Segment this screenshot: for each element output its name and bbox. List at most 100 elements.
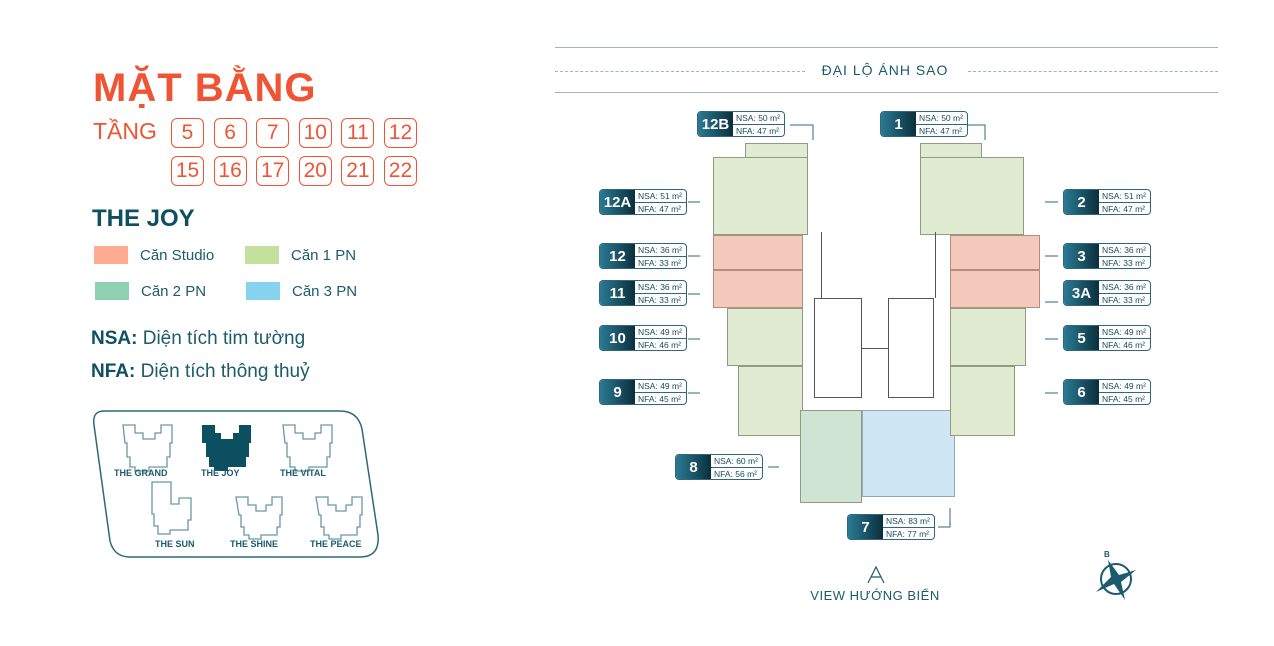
site-map-label[interactable]: THE PEACE — [310, 539, 362, 549]
unit-nsa: NSA: 51 m² — [1099, 190, 1150, 203]
unit-nsa: NSA: 36 m² — [635, 244, 686, 257]
unit-nfa: NFA: 45 m² — [638, 394, 681, 404]
unit-nfa: NFA: 46 m² — [638, 340, 681, 350]
unit-number: 7 — [848, 515, 883, 539]
unit-3-area[interactable] — [950, 235, 1040, 270]
building-icon-shine — [235, 496, 283, 540]
abbr: NFA: — [91, 361, 136, 382]
unit-12-area[interactable] — [713, 235, 803, 270]
floor-button[interactable]: 20 — [298, 156, 332, 186]
floor-button[interactable]: 5 — [171, 118, 204, 148]
legend-label: Căn 2 PN — [141, 282, 207, 300]
unit-nfa: NFA: 47 m² — [919, 126, 962, 136]
site-map-label[interactable]: THE SUN — [155, 539, 195, 549]
unit-nfa: NFA: 47 m² — [736, 126, 779, 136]
core-right — [888, 298, 934, 398]
unit-9-area[interactable] — [738, 366, 803, 436]
unit-nfa: NFA: 33 m² — [638, 258, 681, 268]
unit-nsa: NSA: 49 m² — [635, 326, 686, 339]
site-map-label[interactable]: THE GRAND — [114, 468, 168, 478]
legend-studio: Căn Studio — [94, 246, 214, 264]
unit-nsa: NSA: 49 m² — [635, 380, 686, 393]
legend-1pn: Căn 1 PN — [245, 246, 356, 264]
unit-2-area[interactable] — [920, 157, 1024, 235]
unit-7-area[interactable] — [862, 410, 955, 497]
road-line — [555, 47, 1218, 48]
unit-number: 9 — [600, 380, 635, 404]
building-name: THE JOY — [92, 205, 195, 232]
building-icon-peace — [315, 496, 363, 540]
unit-11-area[interactable] — [713, 270, 803, 308]
floor-button[interactable]: 12 — [383, 118, 417, 148]
legend-3pn: Căn 3 PN — [246, 282, 357, 300]
unit-nfa: NFA: 47 m² — [1102, 204, 1145, 214]
floor-button[interactable]: 7 — [256, 118, 290, 148]
floor-button[interactable]: 21 — [341, 156, 375, 186]
legend-swatch — [246, 282, 280, 300]
building-icon-joy — [202, 425, 251, 471]
corridor-line — [935, 232, 936, 298]
road-dash — [968, 71, 1218, 72]
road-dash — [555, 71, 805, 72]
floor-button[interactable]: 11 — [341, 118, 375, 148]
site-map: THE GRAND THE JOY THE VITAL THE SUN THE … — [90, 405, 390, 565]
floor-button[interactable]: 10 — [298, 118, 332, 148]
road-line — [555, 92, 1218, 93]
unit-nfa: NFA: 46 m² — [1102, 340, 1145, 350]
unit-nsa: NSA: 60 m² — [711, 455, 762, 468]
unit-10-area[interactable] — [727, 308, 803, 366]
unit-nsa: NSA: 50 m² — [733, 112, 784, 125]
unit-number: 3 — [1064, 244, 1099, 268]
unit-nsa: NSA: 36 m² — [1099, 281, 1150, 294]
unit-nsa: NSA: 49 m² — [1099, 326, 1150, 339]
floor-button[interactable]: 17 — [256, 156, 290, 186]
floor-button[interactable]: 15 — [171, 156, 204, 186]
definition-text: Diện tích tim tường — [142, 328, 306, 349]
site-map-label[interactable]: THE JOY — [201, 468, 240, 478]
site-map-label[interactable]: THE SHINE — [230, 539, 279, 549]
unit-5-area[interactable] — [950, 308, 1026, 366]
floor-button[interactable]: 22 — [383, 156, 417, 186]
unit-12a-area[interactable] — [713, 157, 808, 235]
unit-number: 3A — [1064, 281, 1099, 305]
legend-label: Căn Studio — [140, 246, 215, 264]
unit-number: 8 — [676, 455, 711, 479]
site-map-label[interactable]: THE VITAL — [280, 468, 326, 478]
unit-number: 10 — [600, 326, 635, 350]
legend-2pn: Căn 2 PN — [95, 282, 206, 300]
floors-label: TẦNG — [93, 118, 157, 144]
unit-nsa: NSA: 83 m² — [883, 515, 934, 528]
unit-3a-area[interactable] — [950, 270, 1040, 308]
unit-nsa: NSA: 36 m² — [1099, 244, 1150, 257]
unit-6-area[interactable] — [950, 366, 1015, 436]
floor-selector: 5 6 7 10 11 12 15 16 17 20 21 22 — [171, 118, 417, 186]
unit-8-area[interactable] — [800, 410, 862, 503]
legend-swatch — [95, 282, 129, 300]
unit-nfa: NFA: 47 m² — [638, 204, 681, 214]
building-icon-grand — [122, 424, 173, 472]
floor-button[interactable]: 16 — [213, 156, 247, 186]
unit-nsa: NSA: 50 m² — [916, 112, 967, 125]
definition-nfa: NFA: Diện tích thông thuỷ — [91, 361, 310, 383]
floor-button[interactable]: 6 — [213, 118, 247, 148]
unit-nfa: NFA: 33 m² — [1102, 258, 1145, 268]
unit-number: 12 — [600, 244, 635, 268]
unit-nsa: NSA: 36 m² — [635, 281, 686, 294]
corridor-line — [821, 232, 822, 298]
view-arrow-icon — [867, 566, 885, 584]
